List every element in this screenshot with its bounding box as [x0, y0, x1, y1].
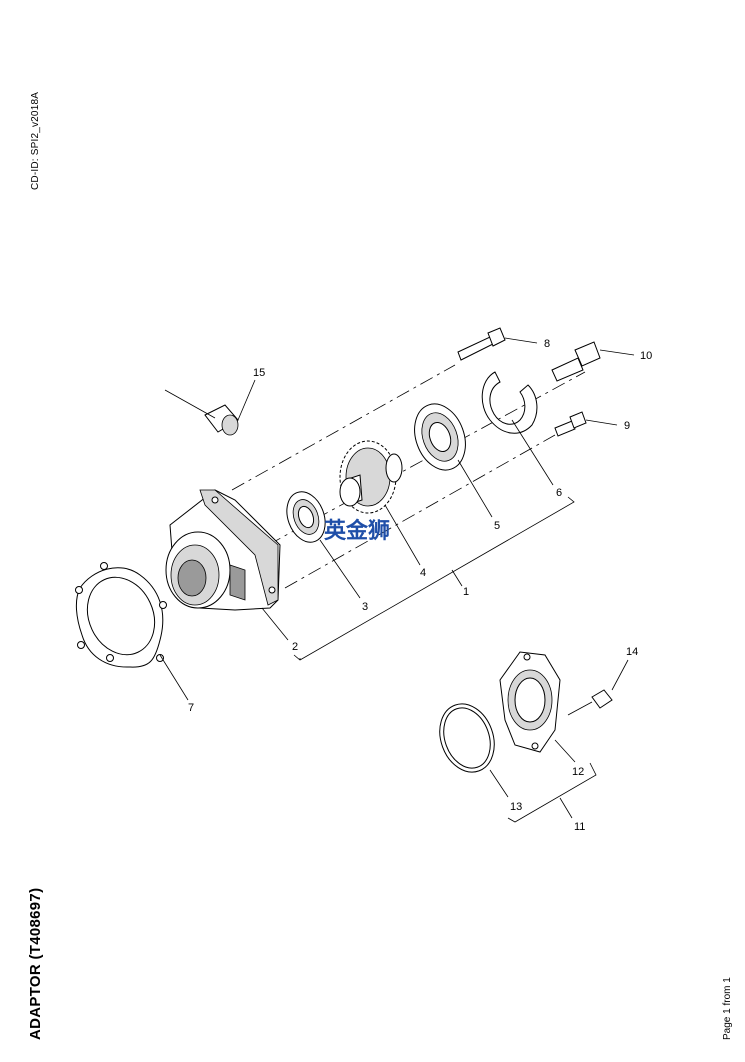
callout-8: 8	[544, 338, 550, 350]
callout-14: 14	[626, 646, 638, 658]
callout-13: 13	[510, 801, 522, 813]
callout-11: 11	[574, 821, 585, 833]
bolt-long	[457, 327, 506, 361]
centerline-lower	[284, 434, 556, 589]
bolt-14	[567, 689, 613, 716]
callout-6: 6	[556, 487, 562, 499]
gasket	[75, 562, 167, 668]
callout-10: 10	[640, 350, 652, 362]
adaptor-housing	[165, 489, 281, 611]
plug	[204, 404, 239, 436]
callout-2: 2	[292, 641, 298, 653]
bolt-9	[554, 411, 587, 437]
centerline-upper	[231, 364, 456, 491]
callout-4: 4	[420, 567, 426, 579]
watermark: 英金狮	[324, 518, 390, 544]
bolt-10	[551, 341, 601, 382]
callout-numbers: 1 2 3 4 5 6 7 8 9 10 11 12 13 14 15	[188, 338, 652, 833]
callout-3: 3	[362, 601, 368, 613]
cover	[499, 651, 561, 753]
callout-9: 9	[624, 420, 630, 432]
callout-7: 7	[188, 702, 194, 714]
retaining-ring	[481, 371, 538, 434]
idler-gear	[339, 440, 403, 514]
callout-1: 1	[463, 586, 469, 598]
bearing-large	[414, 403, 466, 471]
callout-5: 5	[494, 520, 500, 532]
callout-12: 12	[572, 766, 584, 778]
leader-lines	[159, 337, 635, 823]
bearing-small	[286, 491, 326, 543]
o-ring	[439, 703, 495, 773]
callout-15: 15	[253, 367, 265, 379]
